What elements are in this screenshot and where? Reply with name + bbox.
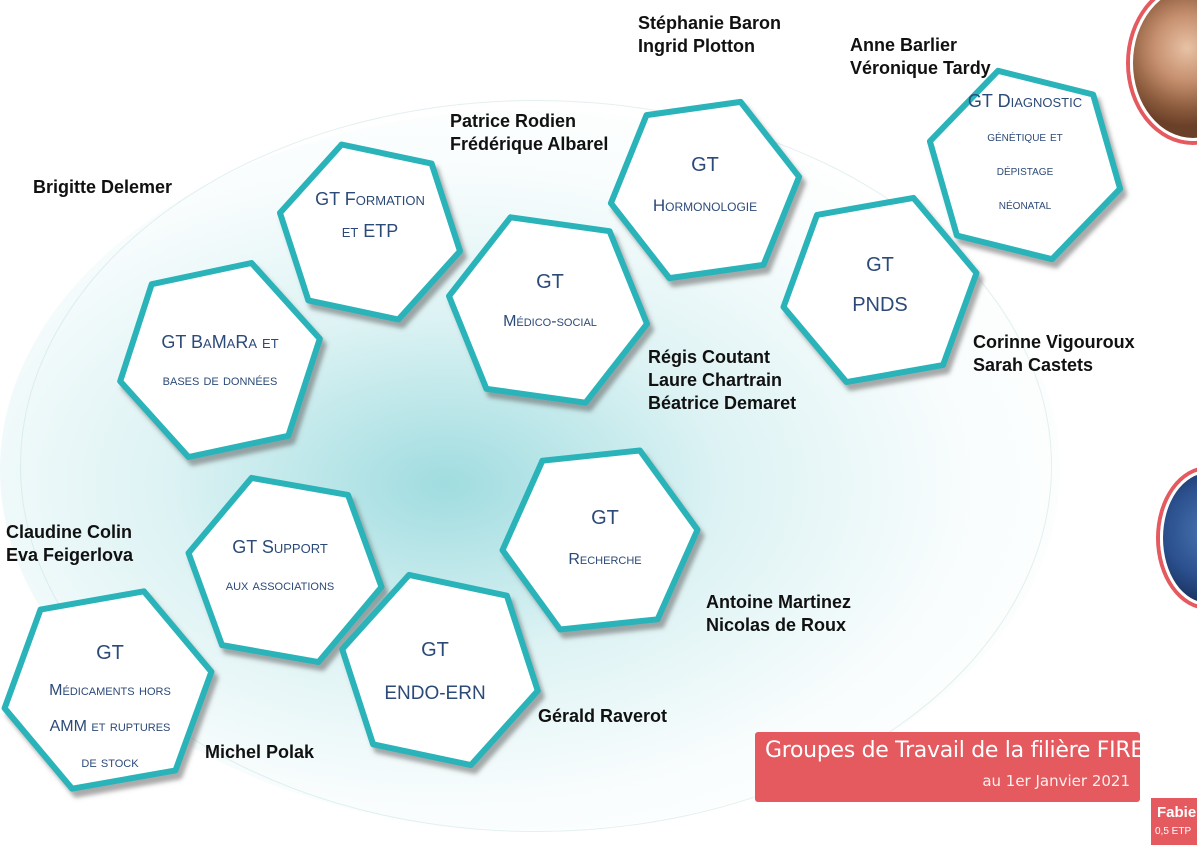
hexagon-medicaments (1, 588, 215, 792)
hex-hormonologie-label: GT Hormonologie (652, 154, 758, 215)
hex-recherche-label: GT Recherche (568, 507, 642, 568)
hexagon-recherche (499, 447, 701, 633)
hexagon-medico (446, 214, 650, 406)
hex-pnds-label: GT PNDS (852, 254, 908, 316)
hex-endo-label: GT ENDO-ERN (384, 639, 486, 704)
hex-medico-label: GT Médico-social (503, 271, 597, 330)
title-banner: Groupes de Travail de la filière FIRENDO… (755, 732, 1194, 802)
hexagon-bamara (117, 260, 323, 460)
hexagon-formation (277, 141, 463, 323)
hex-diagnostic-label: GT Diagnostic génétique et dépistage néo… (967, 91, 1083, 212)
corner-name-box: Fabie 0,5 ETP (1151, 798, 1197, 845)
hexagon-hormonologie (607, 98, 803, 282)
banner-title: Groupes de Travail de la filière FIRENDO (765, 738, 1194, 763)
hexagon-diagnostic (926, 67, 1124, 263)
background-ellipse (20, 100, 1052, 832)
names-polak: Michel Polak (205, 742, 315, 762)
hex-formation-label: GT Formation et ETP (315, 189, 425, 241)
portrait-photo-top (1130, 0, 1197, 141)
names-delemer: Brigitte Delemer (33, 177, 173, 197)
hex-support-label: GT Support aux associations (225, 537, 335, 594)
hexagon-endo (339, 571, 541, 769)
hexagon-support (185, 474, 385, 666)
hex-medicaments-label: GT Médicaments hors AMM et ruptures de s… (49, 642, 171, 771)
hex-bamara-label: GT BaMaRa et bases de données (161, 332, 279, 389)
banner-subtitle: au 1er Janvier 2021 (982, 772, 1130, 790)
names-raverot: Gérald Raverot (538, 706, 668, 726)
hexagon-pnds (780, 194, 980, 386)
